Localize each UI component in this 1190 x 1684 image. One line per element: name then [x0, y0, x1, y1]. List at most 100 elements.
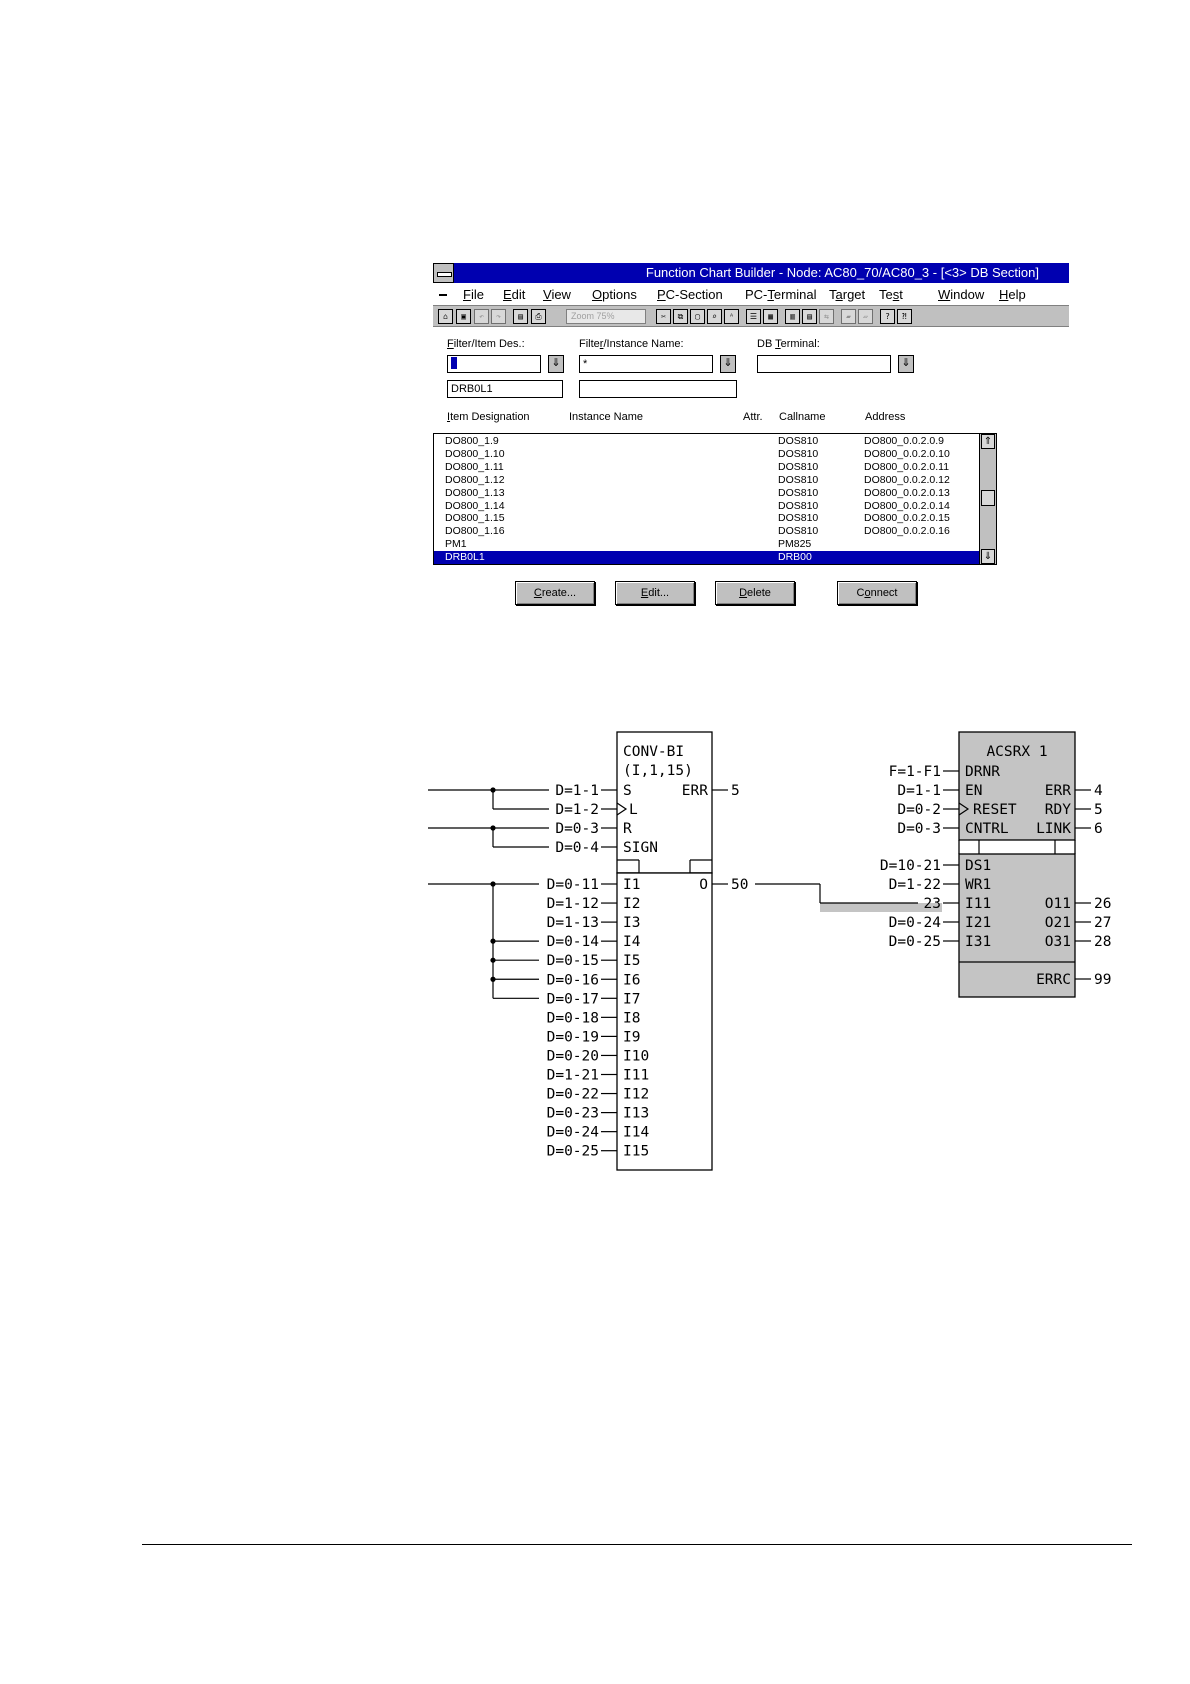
copy-icon[interactable]: ⧉ [673, 309, 688, 324]
conv-bi-input-connection: D=0-25 [547, 1144, 599, 1160]
cell-callname: DRB00 [778, 551, 812, 564]
cell-address: DO800_0.0.2.0.11 [864, 460, 950, 473]
conv-bi-input-pin: I10 [623, 1048, 649, 1064]
conv-bi-input-box [616, 872, 713, 1171]
undo-icon[interactable]: ↶ [474, 309, 489, 324]
grid-icon[interactable]: ▦ [763, 309, 778, 324]
item-designation-input[interactable]: DRB0L1 [447, 380, 563, 398]
zoom-in-icon[interactable]: ▰ [841, 309, 856, 324]
acsrx-input-connection: D=0-24 [889, 915, 942, 931]
list-row-selected[interactable]: DRB0L1 DRB00 [434, 551, 980, 564]
menu-item-edit[interactable]: Edit [503, 287, 526, 302]
cell-item: DO800_1.16 [445, 525, 505, 538]
cell-address: DO800_0.0.2.0.15 [864, 512, 950, 525]
acsrx-input-pin: CNTRL [965, 821, 1009, 837]
redo-icon[interactable]: ↷ [491, 309, 506, 324]
conv-bi-input-connection: D=0-4 [555, 840, 599, 856]
edge-trigger-marker [958, 802, 970, 816]
context-help-icon[interactable]: ⁈ [897, 309, 912, 324]
help-icon[interactable]: ? [880, 309, 895, 324]
text-cursor [451, 357, 457, 370]
acsrx-input-pin: I21 [965, 915, 991, 931]
filter-instance-name-dropdown-button[interactable]: ⇓ [720, 355, 736, 373]
edit-button[interactable]: Edit... [615, 581, 695, 605]
db-terminal-combo[interactable] [757, 355, 891, 373]
cell-item: DRB0L1 [445, 551, 485, 564]
scroll-down-arrow-icon[interactable]: ⇓ [981, 549, 995, 564]
conv-bi-input-connection: D=0-20 [547, 1048, 599, 1064]
cut-icon[interactable]: ✂ [656, 309, 671, 324]
connect-button[interactable]: Connect [837, 581, 917, 605]
zoom-combo[interactable]: Zoom 75% [566, 309, 646, 324]
align-icon[interactable]: ☰ [746, 309, 761, 324]
menu-item-target[interactable]: Target [829, 287, 866, 302]
cell-callname: DOS810 [778, 460, 819, 473]
db-terminal-dropdown-button[interactable]: ⇓ [898, 355, 914, 373]
scroll-up-arrow-icon[interactable]: ⇑ [981, 434, 995, 449]
menu-item-options[interactable]: Options [592, 287, 637, 302]
conv-bi-input-connection: D=0-19 [547, 1029, 599, 1045]
menu-item-pc-terminal[interactable]: PC-Terminal [745, 287, 817, 302]
window-title: Function Chart Builder - Node: AC80_70/A… [645, 265, 1039, 280]
conv-bi-input-connection: D=0-15 [547, 953, 599, 969]
menu-item-help[interactable]: Help [999, 287, 1026, 302]
create-button[interactable]: Create... [515, 581, 595, 605]
acsrx-output-value: 6 [1094, 821, 1103, 837]
title-bar: Function Chart Builder - Node: AC80_70/A… [433, 263, 1069, 283]
arrange-icon[interactable]: ⇆ [819, 309, 834, 324]
system-menu-button[interactable] [433, 263, 454, 283]
conv-bi-input-pin: I8 [623, 1010, 640, 1026]
save-icon[interactable]: ▤ [513, 309, 528, 324]
acsrx-output-value: 27 [1094, 915, 1111, 931]
find-icon[interactable]: ⌕ [707, 309, 722, 324]
menu-item-view[interactable]: View [543, 287, 571, 302]
menu-item-pc-section[interactable]: PC-Section [657, 287, 723, 302]
spell-icon[interactable]: ᴬ [724, 309, 739, 324]
table-icon[interactable]: ▤ [802, 309, 817, 324]
delete-button[interactable]: Delete [715, 581, 795, 605]
cell-address: DO800_0.0.2.0.16 [864, 525, 950, 538]
acsrx-input-connection: D=1-22 [889, 877, 941, 893]
scroll-thumb[interactable] [981, 490, 995, 506]
menu-item-file[interactable]: File [463, 287, 484, 302]
filter-instance-name-combo[interactable]: * [579, 355, 713, 373]
zoom-out-icon[interactable]: ▱ [858, 309, 873, 324]
cell-address: DO800_0.0.2.0.10 [864, 447, 950, 460]
new-chart-icon[interactable]: ⌂ [438, 309, 453, 324]
document-control-menu-icon[interactable] [437, 288, 449, 300]
list-icon[interactable]: ▥ [785, 309, 800, 324]
function-chart-builder-window: Function Chart Builder - Node: AC80_70/A… [433, 263, 1069, 613]
conv-bi-input-connection: D=1-21 [547, 1068, 599, 1084]
conv-bi-input-pin: S [623, 783, 632, 799]
filter-item-des-combo[interactable]: * [447, 355, 541, 373]
conv-bi-input-pin: I9 [623, 1029, 640, 1045]
list-scrollbar[interactable]: ⇑ ⇓ [979, 434, 996, 564]
conv-bi-input-pin: I13 [623, 1106, 649, 1122]
conv-bi-input-pin: I15 [623, 1144, 649, 1160]
conv-bi-input-connection: D=0-3 [555, 821, 599, 837]
conv-bi-input-pin: I12 [623, 1087, 649, 1103]
instance-name-input[interactable] [579, 380, 737, 398]
open-chart-icon[interactable]: ▣ [456, 309, 471, 324]
menu-item-window[interactable]: Window [938, 287, 985, 302]
print-icon[interactable]: ⎙ [531, 309, 546, 324]
conv-bi-input-pin: SIGN [623, 840, 658, 856]
acsrx-output-pin: LINK [1036, 821, 1071, 837]
paste-icon[interactable]: ▢ [690, 309, 705, 324]
highlight-band [820, 903, 942, 912]
menu-item-test[interactable]: Test [879, 287, 903, 302]
acsrx-input-connection: F=1-F1 [889, 764, 941, 780]
conv-bi-input-connection: D=0-22 [547, 1087, 599, 1103]
conv-bi-out-value: 50 [731, 877, 748, 893]
filter-item-des-dropdown-button[interactable]: ⇓ [548, 355, 564, 373]
